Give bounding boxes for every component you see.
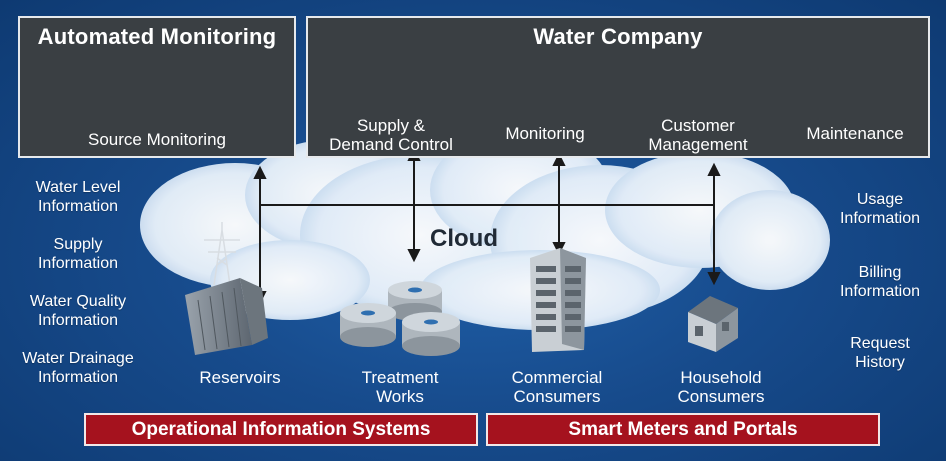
water-company-panel: Water Company Supply & Demand Control Mo…	[306, 16, 930, 158]
reservoir-dam-icon	[185, 222, 268, 355]
office-building-icon	[530, 248, 586, 352]
reservoirs-label: Reservoirs	[199, 368, 281, 387]
water-quality-info: Water Quality Information	[29, 293, 127, 329]
source-monitoring-label: Source Monitoring	[88, 130, 226, 149]
monitoring-label: Monitoring	[505, 124, 585, 143]
cloud-label: Cloud	[430, 225, 498, 252]
smart-meters-banner: Smart Meters and Portals	[486, 413, 880, 446]
automated-monitoring-title: Automated Monitoring	[37, 24, 277, 49]
usage-info: Usage Information	[839, 191, 921, 227]
automated-monitoring-panel: Automated Monitoring Source Monitoring	[18, 16, 296, 158]
water-level-info: Water Level Information	[35, 179, 121, 215]
customer-management-label: Customer Management	[648, 116, 748, 154]
maintenance-label: Maintenance	[806, 124, 904, 143]
water-company-title: Water Company	[533, 24, 703, 49]
commercial-consumers-label: Commercial Consumers	[511, 368, 603, 406]
household-consumers-label: Household Consumers	[677, 368, 765, 406]
supply-info: Supply Information	[37, 236, 119, 272]
operational-systems-banner: Operational Information Systems	[84, 413, 478, 446]
house-icon	[688, 296, 738, 352]
water-drainage-info: Water Drainage Information	[22, 350, 134, 386]
request-history-info: Request History	[850, 335, 910, 371]
billing-info: Billing Information	[839, 264, 921, 300]
treatment-works-label: Treatment Works	[361, 368, 439, 406]
treatment-tanks-icon	[340, 281, 460, 356]
supply-demand-label: Supply & Demand Control	[329, 116, 453, 154]
